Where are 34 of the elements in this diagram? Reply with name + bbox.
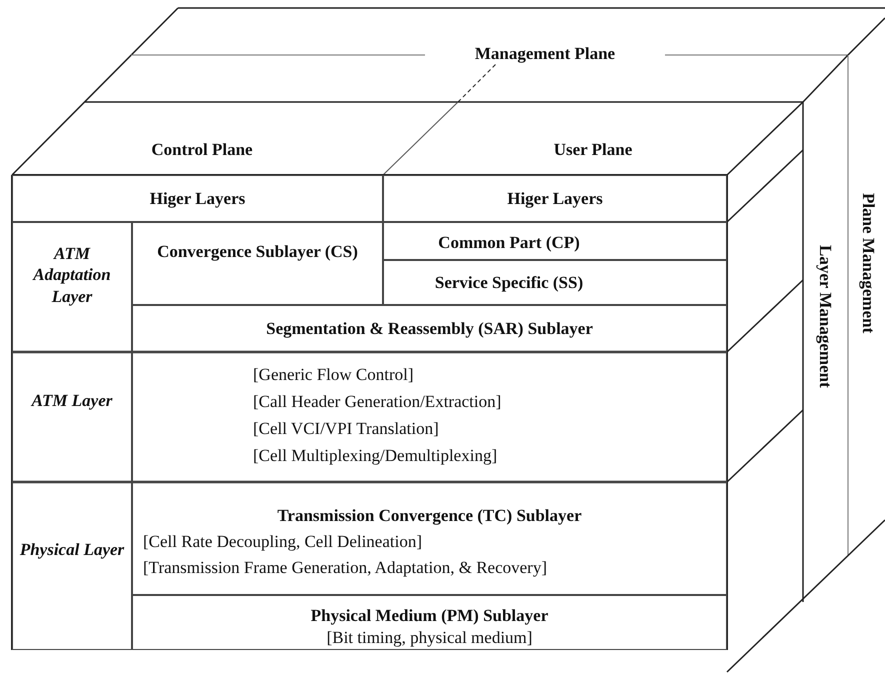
layer-title: Common Part (CP) [437, 232, 581, 254]
layer-cell [132, 352, 727, 482]
layer-title: ATM Adaptation Layer [31, 243, 112, 307]
function-text: [Transmission Frame Generation, Adaptation, & Recovery] [143, 557, 548, 578]
layer-title: Physical Medium (PM) Sublayer [310, 605, 550, 626]
layer-title: Higer Layers [148, 188, 246, 210]
layer-title: User Plane [552, 139, 634, 160]
layer-cell [132, 305, 727, 352]
layer-cell [383, 222, 727, 260]
layer-title: Control Plane [150, 139, 254, 160]
layer-title: ATM Layer [30, 390, 114, 412]
plane-label: Plane Management [858, 193, 878, 334]
layer-cell [12, 222, 132, 352]
layer-cell [12, 175, 383, 222]
layer-title: Convergence Sublayer (CS) [156, 241, 359, 262]
function-text: [Cell VCI/VPI Translation] [253, 418, 440, 440]
layer-title: Higer Layers [506, 188, 604, 210]
function-text: [Cell Multiplexing/Demultiplexing] [253, 445, 498, 466]
function-text: [Cell Rate Decoupling, Cell Delineation] [143, 531, 424, 552]
layer-cell [132, 482, 727, 595]
function-text: [Call Header Generation/Extraction] [253, 391, 502, 412]
layer-cell [12, 482, 132, 650]
layer-cell [132, 222, 383, 305]
plane-label: Layer Management [815, 245, 835, 388]
layer-title: Physical Layer [18, 539, 126, 560]
layer-cell [383, 260, 727, 305]
function-text: [Bit timing, physical medium] [326, 627, 534, 648]
function-text: [Generic Flow Control] [253, 364, 415, 386]
layer-title: Segmentation & Reassembly (SAR) Sublayer [265, 318, 594, 340]
layer-cell [383, 175, 727, 222]
layer-title: Transmission Convergence (TC) Sublayer [276, 505, 583, 526]
layer-cell [12, 352, 132, 482]
layer-cell [132, 595, 727, 650]
layer-title: Service Specific (SS) [434, 272, 584, 294]
